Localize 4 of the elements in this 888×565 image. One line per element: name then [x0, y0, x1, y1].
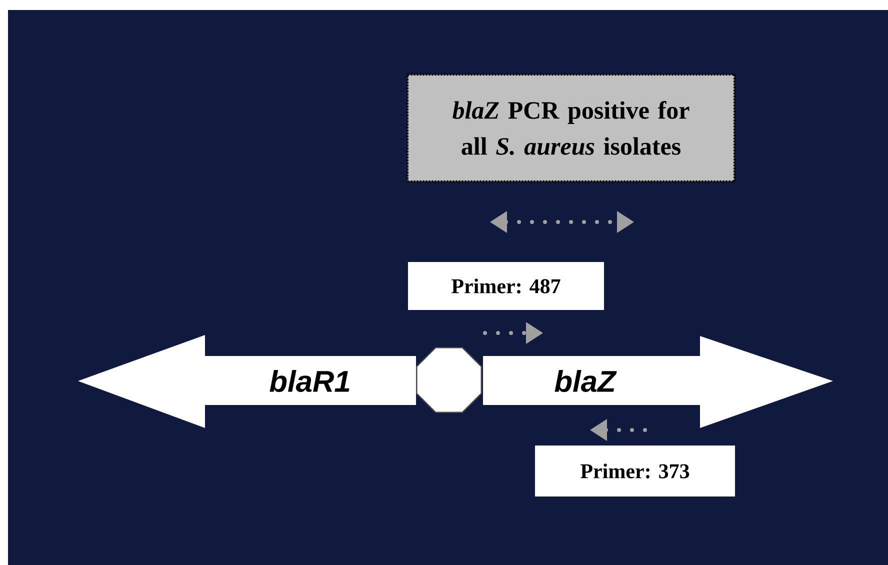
primer-box: Primer: 373	[535, 446, 735, 496]
primer-box: Primer: 487	[408, 262, 604, 310]
result-box: blaZ PCR positive for all S. aureus isolates	[406, 74, 736, 182]
promoter-octagon	[416, 347, 482, 413]
